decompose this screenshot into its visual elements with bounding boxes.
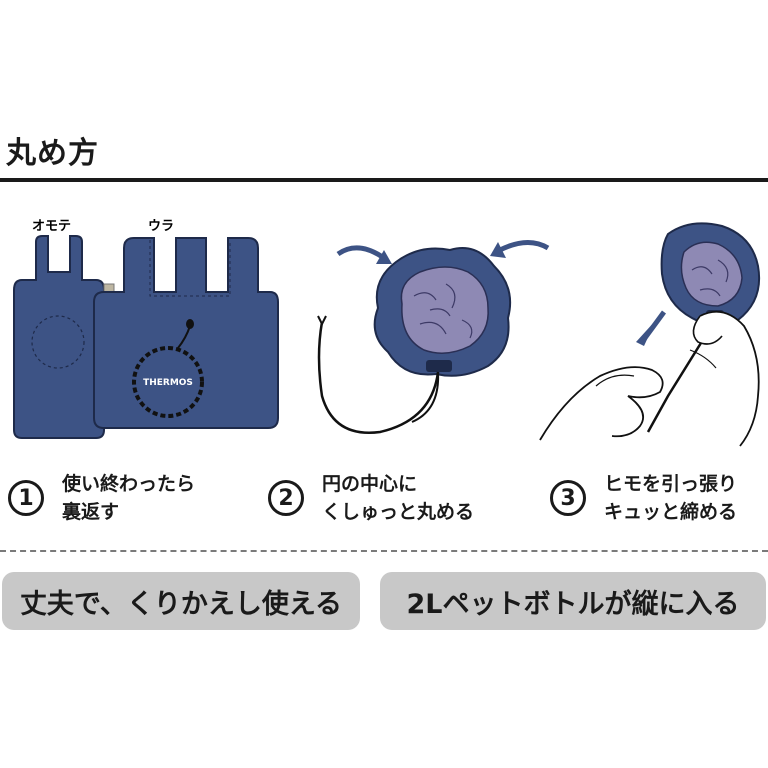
- step-text: 使い終わったら 裏返す: [62, 470, 195, 526]
- front-label: オモテ: [32, 219, 71, 234]
- arrow-icon: [490, 242, 506, 258]
- step-text-line: キュッと締める: [604, 501, 738, 523]
- step-text-line: 円の中心に: [322, 473, 418, 495]
- step-1: 1 使い終わったら 裏返す: [8, 470, 195, 526]
- brand-logo: THERMOS: [143, 378, 193, 388]
- folding-illustration: オモテ ウラ THERMOS: [13, 219, 761, 447]
- page-title: 丸め方: [6, 136, 99, 171]
- step-text-line: ヒモを引っ張り: [604, 473, 738, 495]
- section-divider: [0, 550, 768, 552]
- step-text-line: 使い終わったら: [62, 473, 196, 495]
- step-text-line: くしゅっと丸める: [322, 501, 475, 523]
- step-number: 2: [268, 480, 304, 516]
- step-number: 3: [550, 480, 586, 516]
- step-2: 2 円の中心に くしゅっと丸める: [268, 470, 474, 526]
- step-text: 円の中心に くしゅっと丸める: [322, 470, 474, 526]
- back-bag-image: THERMOS: [93, 237, 279, 429]
- back-label: ウラ: [148, 219, 174, 234]
- feature-badge-durable: 丈夫で、くりかえし使える: [2, 572, 360, 630]
- feature-badge-bottle: 2Lペットボトルが縦に入る: [380, 572, 766, 630]
- step-number: 1: [8, 480, 44, 516]
- step-3: 3 ヒモを引っ張り キュッと締める: [550, 470, 737, 526]
- bunching-bag-image: [317, 240, 550, 434]
- step-text-line: 裏返す: [62, 501, 120, 523]
- step-text: ヒモを引っ張り キュッと締める: [604, 470, 737, 526]
- tightening-bag-image: [539, 222, 761, 447]
- title-divider: [0, 178, 768, 182]
- arrow-icon: [376, 250, 392, 264]
